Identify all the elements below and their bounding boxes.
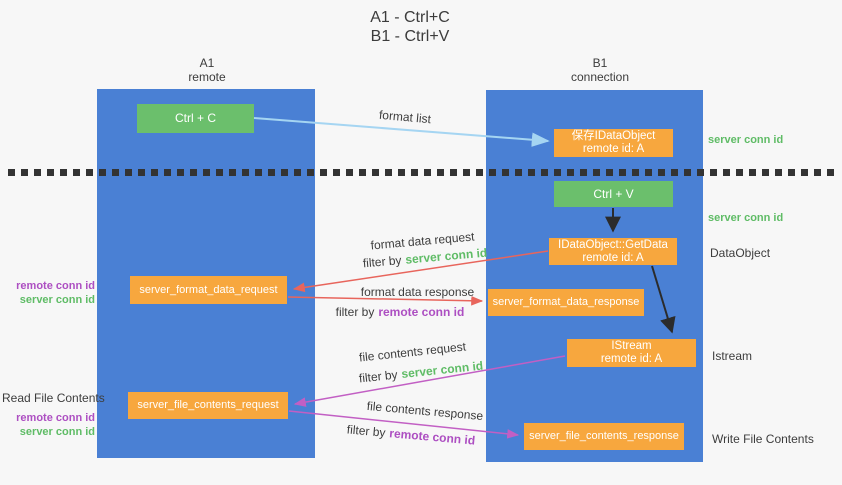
file-contents-response-arrow [288,410,520,439]
istream-line2: remote id: A [600,353,663,365]
format-data-response-arrow [287,295,484,306]
server-file-contents-request-box: server_file_contents_request [128,392,288,419]
right-column-subtitle: connection [570,70,630,84]
getdata-box: IDataObject::GetData remote id: A [549,238,677,265]
format-data-request-arrow [292,250,549,293]
ctrl-v-label: Ctrl + V [593,186,634,201]
server-file-contents-response-box: server_file_contents_response [524,423,684,450]
istream-line1: IStream [611,340,652,352]
server-format-data-request-label: server_format_data_request [139,283,278,296]
remote-conn-id-text: remote conn id [378,305,465,319]
right-column-header: B1 connection [540,56,660,84]
getdata-line1: IDataObject::GetData [558,238,668,251]
ctrl-c-label: Ctrl + C [174,111,216,125]
title-line-1: A1 - Ctrl+C [370,9,450,26]
left-column-header: A1 remote [147,56,267,84]
diagram-title: A1 - Ctrl+C B1 - Ctrl+V [300,8,520,46]
server-conn-id-annotation: server conn id [19,426,95,438]
right-column-name: B1 [592,56,608,70]
getdata-to-istream-arrow [651,265,676,334]
server-conn-id-annotation-top: server conn id [708,134,784,146]
server-format-data-response-box: server_format_data_response [488,289,644,316]
server-file-contents-response-label: server_file_contents_response [529,430,679,442]
filter-by-text: filter by [335,305,375,319]
istream-annotation: Istream [712,349,753,363]
getdata-line2: remote id: A [582,251,644,264]
title-line-2: B1 - Ctrl+V [370,28,450,45]
remote-conn-id-annotation: remote conn id [16,412,95,424]
save-idataobject-line1: 保存IDataObject [571,130,656,142]
remote-conn-id-annotation: remote conn id [16,280,95,292]
save-idataobject-line2: remote id: A [582,143,645,155]
write-file-contents-annotation: Write File Contents [712,432,814,446]
left-conn-id-pair-1: remote conn id server conn id [8,279,95,307]
server-format-data-request-box: server_format_data_request [130,276,287,304]
dataobject-annotation: DataObject [710,246,771,260]
server-conn-id-annotation-mid: server conn id [708,212,784,224]
machine-separator-dotted-line [8,169,836,176]
left-conn-id-pair-2: remote conn id server conn id [8,411,95,439]
server-conn-id-annotation: server conn id [19,294,95,306]
left-column-name: A1 [199,56,215,70]
file-contents-request-arrow [293,355,566,407]
read-file-contents-annotation: Read File Contents [2,391,105,405]
left-column-subtitle: remote [188,70,226,84]
server-format-data-response-label: server_format_data_response [492,296,640,308]
save-idataobject-box: 保存IDataObject remote id: A [554,129,673,157]
server-file-contents-request-label: server_file_contents_request [137,399,279,411]
format-data-response-label: format data response [360,285,475,299]
ctrl-v-box: Ctrl + V [554,181,673,207]
istream-box: IStream remote id: A [567,339,696,367]
format-list-arrow [253,117,550,147]
ctrl-c-box: Ctrl + C [137,104,254,133]
